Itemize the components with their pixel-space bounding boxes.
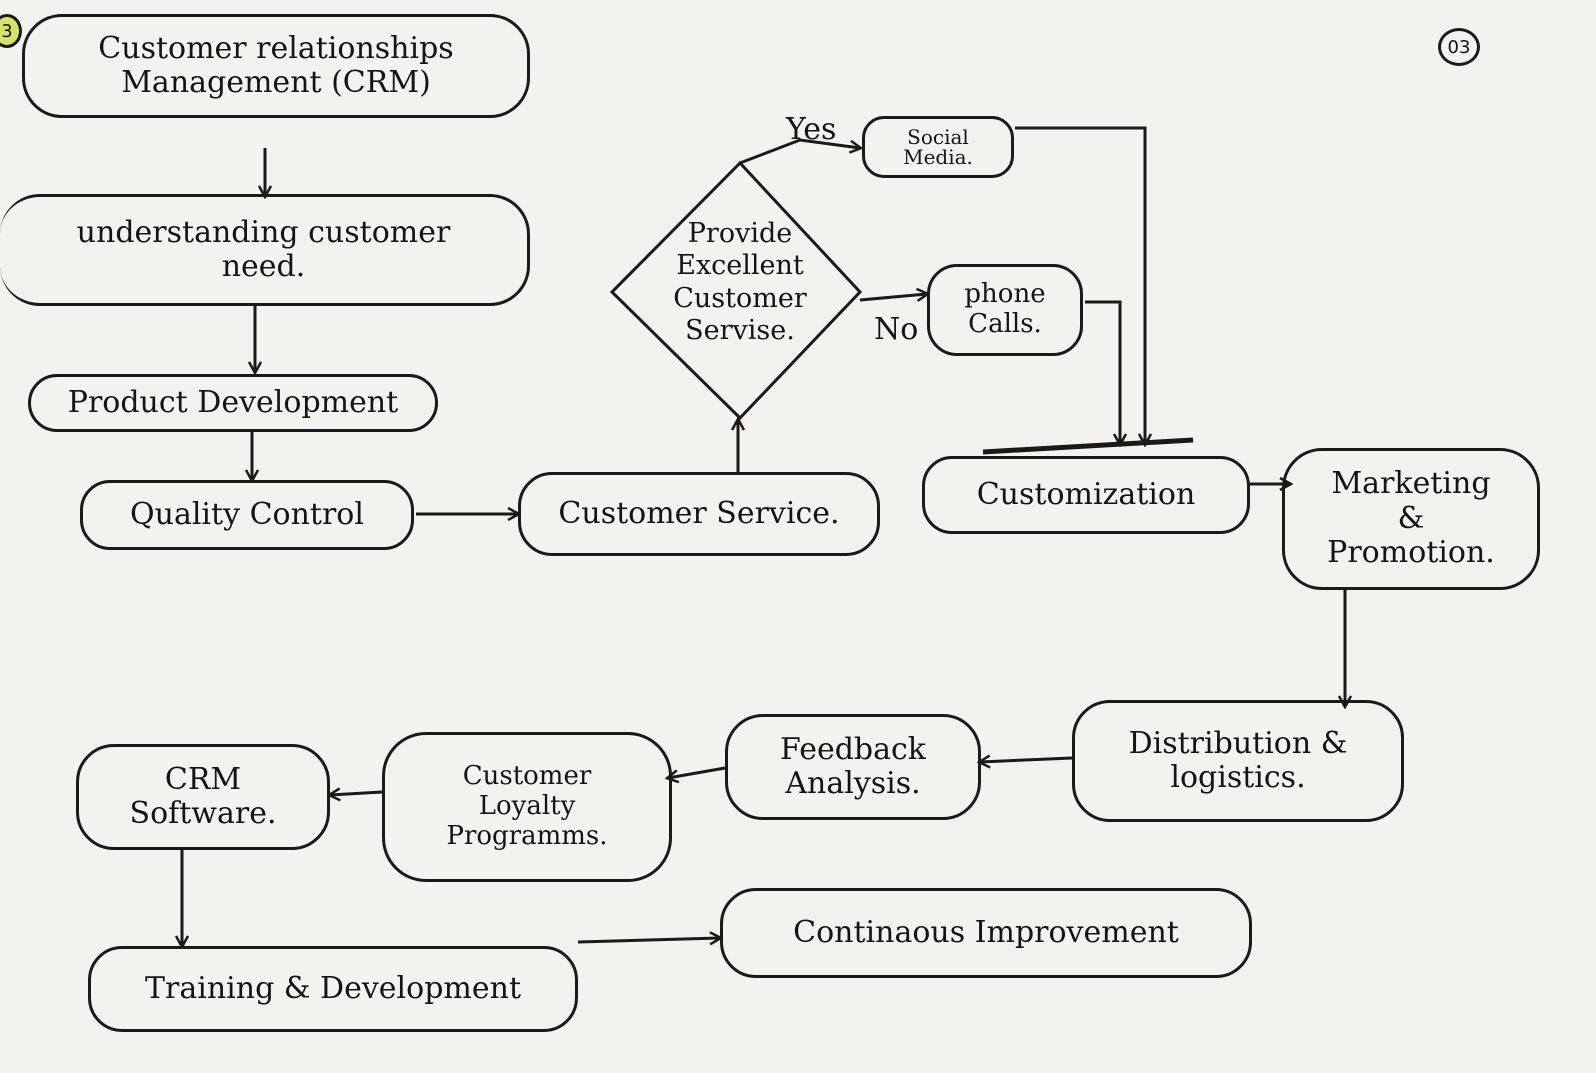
node-product-development-label: Product Development bbox=[67, 384, 399, 420]
node-training-development: Training & Development bbox=[88, 946, 578, 1032]
edge-decision-to-phone bbox=[859, 294, 927, 300]
node-continuous-improvement: Continaous Improvement bbox=[720, 888, 1252, 978]
node-crm-software-line2: Software. bbox=[129, 796, 277, 831]
node-marketing-line3: Promotion. bbox=[1327, 535, 1495, 571]
page-number-badge: 03 bbox=[1438, 28, 1480, 66]
page-number-text: 03 bbox=[1447, 36, 1471, 58]
decision-line4: Servise. bbox=[685, 315, 795, 347]
node-quality-control-label: Quality Control bbox=[130, 496, 364, 532]
node-feedback-analysis: Feedback Analysis. bbox=[725, 714, 981, 820]
node-loyalty-line1: Customer bbox=[462, 761, 592, 792]
node-feedback-line2: Analysis. bbox=[785, 766, 921, 801]
node-understanding-line1: understanding customer bbox=[76, 214, 451, 250]
step-number-text: 3 bbox=[1, 20, 13, 42]
node-crm-line2: Management (CRM) bbox=[121, 65, 431, 100]
node-customer-loyalty: Customer Loyalty Programms. bbox=[382, 732, 672, 882]
node-crm-software-line1: CRM bbox=[164, 761, 242, 797]
edge-feedback-to-loyalty bbox=[668, 766, 726, 778]
decision-line1: Provide bbox=[687, 218, 793, 249]
node-distribution-line2: logistics. bbox=[1170, 760, 1306, 795]
edge-label-yes: Yes bbox=[786, 112, 837, 147]
edge-loyalty-to-crmsoftware bbox=[330, 792, 383, 795]
edge-social-to-customization bbox=[1015, 126, 1145, 444]
node-loyalty-line2: Loyalty bbox=[478, 791, 576, 822]
node-social-media-line1: Social bbox=[907, 125, 969, 149]
node-understanding-need: understanding customer need. bbox=[0, 194, 530, 306]
node-phone-calls-line2: Calls. bbox=[968, 309, 1042, 339]
edge-phone-to-customization bbox=[1085, 300, 1120, 444]
node-provide-excellent-service: Provide Excellent Customer Servise. bbox=[640, 218, 840, 348]
node-distribution-line1: Distribution & bbox=[1128, 725, 1348, 761]
node-crm: Customer relationships Management (CRM) bbox=[22, 14, 530, 118]
node-continuous-label: Continaous Improvement bbox=[793, 914, 1179, 950]
node-feedback-line1: Feedback bbox=[780, 731, 926, 767]
node-social-media-line2: Media. bbox=[903, 145, 973, 169]
node-social-media: Social Media. bbox=[862, 116, 1014, 178]
edge-distribution-to-feedback bbox=[980, 758, 1073, 762]
node-understanding-line2: need. bbox=[221, 249, 306, 284]
edge-decision-to-social bbox=[739, 138, 860, 165]
node-marketing-line2: & bbox=[1397, 500, 1425, 536]
merge-bar bbox=[982, 437, 1194, 455]
node-crm-line1: Customer relationships bbox=[98, 30, 454, 66]
node-customization-label: Customization bbox=[976, 476, 1196, 512]
decision-line3: Customer bbox=[673, 282, 807, 314]
edge-training-to-continuous bbox=[577, 938, 720, 942]
node-quality-control: Quality Control bbox=[80, 480, 414, 550]
node-customer-service-label: Customer Service. bbox=[558, 495, 840, 531]
node-customization: Customization bbox=[922, 456, 1250, 534]
edge-label-no: No bbox=[874, 312, 919, 347]
decision-line2: Excellent bbox=[676, 250, 804, 282]
node-training-label: Training & Development bbox=[145, 970, 521, 1006]
node-marketing-promotion: Marketing & Promotion. bbox=[1282, 448, 1540, 590]
node-marketing-line1: Marketing bbox=[1331, 466, 1491, 502]
node-product-development: Product Development bbox=[28, 374, 438, 432]
node-loyalty-line3: Programms. bbox=[446, 820, 608, 851]
node-phone-calls: phone Calls. bbox=[927, 264, 1083, 356]
step-number-badge: 3 bbox=[0, 14, 22, 48]
node-phone-calls-line1: phone bbox=[964, 279, 1046, 310]
node-crm-software: CRM Software. bbox=[76, 744, 330, 850]
node-customer-service: Customer Service. bbox=[518, 472, 880, 556]
node-distribution-logistics: Distribution & logistics. bbox=[1072, 700, 1404, 822]
